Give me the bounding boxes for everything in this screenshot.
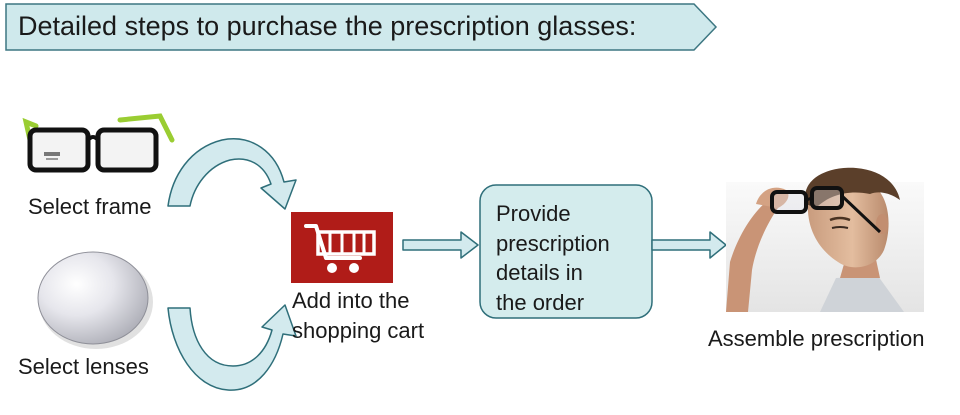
assemble-prescription-label: Assemble prescription	[708, 326, 925, 351]
eyeglasses-frame-icon	[22, 113, 175, 173]
provide-details-line: Provide	[496, 201, 571, 226]
provide-details-line: the order	[496, 290, 585, 315]
arrow-cart-to-provide	[402, 231, 479, 259]
man-with-glasses-photo	[726, 167, 924, 312]
shopping-cart-icon	[291, 212, 393, 283]
page-title: Detailed steps to purchase the prescript…	[18, 11, 637, 41]
provide-details-box	[479, 184, 653, 319]
provide-details-line: prescription	[496, 231, 610, 256]
title-banner	[5, 3, 718, 51]
curved-arrow-frame-to-cart	[167, 138, 297, 210]
arrow-provide-to-assemble	[651, 231, 727, 259]
select-lenses-label: Select lenses	[18, 354, 149, 379]
add-to-cart-label-line-1: Add into the	[292, 288, 410, 313]
add-to-cart-label-line-2: shopping cart	[292, 318, 425, 343]
select-frame-label: Select frame	[28, 194, 152, 219]
curved-arrow-lenses-to-cart	[167, 304, 297, 391]
lens-disc-icon	[37, 251, 153, 349]
provide-details-line: details in	[496, 260, 583, 285]
